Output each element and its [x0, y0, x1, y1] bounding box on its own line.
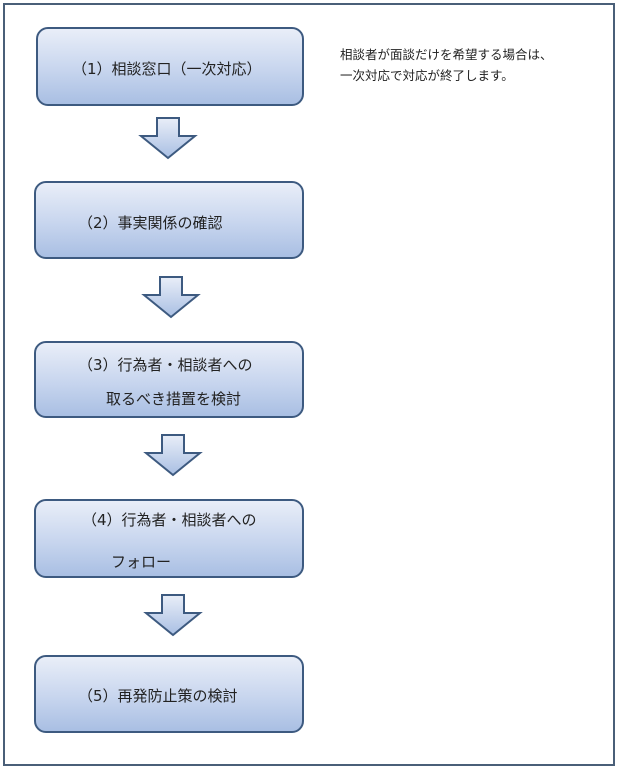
step-4-label-line-2: フォロー: [111, 553, 172, 571]
down-arrow-icon: [143, 594, 203, 637]
down-arrow-icon: [141, 276, 201, 319]
step-1-label: （1）相談窓口（一次対応）: [72, 60, 262, 78]
step-2-box: （2）事実関係の確認: [34, 181, 304, 259]
down-arrow-icon: [143, 434, 203, 477]
step-5-label: （5）再発防止策の検討: [78, 687, 238, 705]
down-arrow-icon: [138, 117, 198, 160]
step-5-box: （5）再発防止策の検討: [34, 655, 304, 733]
step-1-box: （1）相談窓口（一次対応）: [36, 27, 304, 106]
note-text: 相談者が面談だけを希望する場合は、 一次対応で対応が終了します。: [340, 44, 553, 86]
step-4-box: （4）行為者・相談者への フォロー: [34, 499, 304, 578]
step-4-label-line-1: （4）行為者・相談者への: [82, 511, 257, 529]
note-line-1: 相談者が面談だけを希望する場合は、: [340, 47, 553, 62]
step-3-label-line-1: （3）行為者・相談者への: [78, 356, 253, 374]
step-2-label: （2）事実関係の確認: [78, 214, 223, 232]
step-3-box: （3）行為者・相談者への 取るべき措置を検討: [34, 341, 304, 418]
step-3-label-line-2: 取るべき措置を検討: [106, 390, 242, 408]
note-line-2: 一次対応で対応が終了します。: [340, 68, 514, 83]
